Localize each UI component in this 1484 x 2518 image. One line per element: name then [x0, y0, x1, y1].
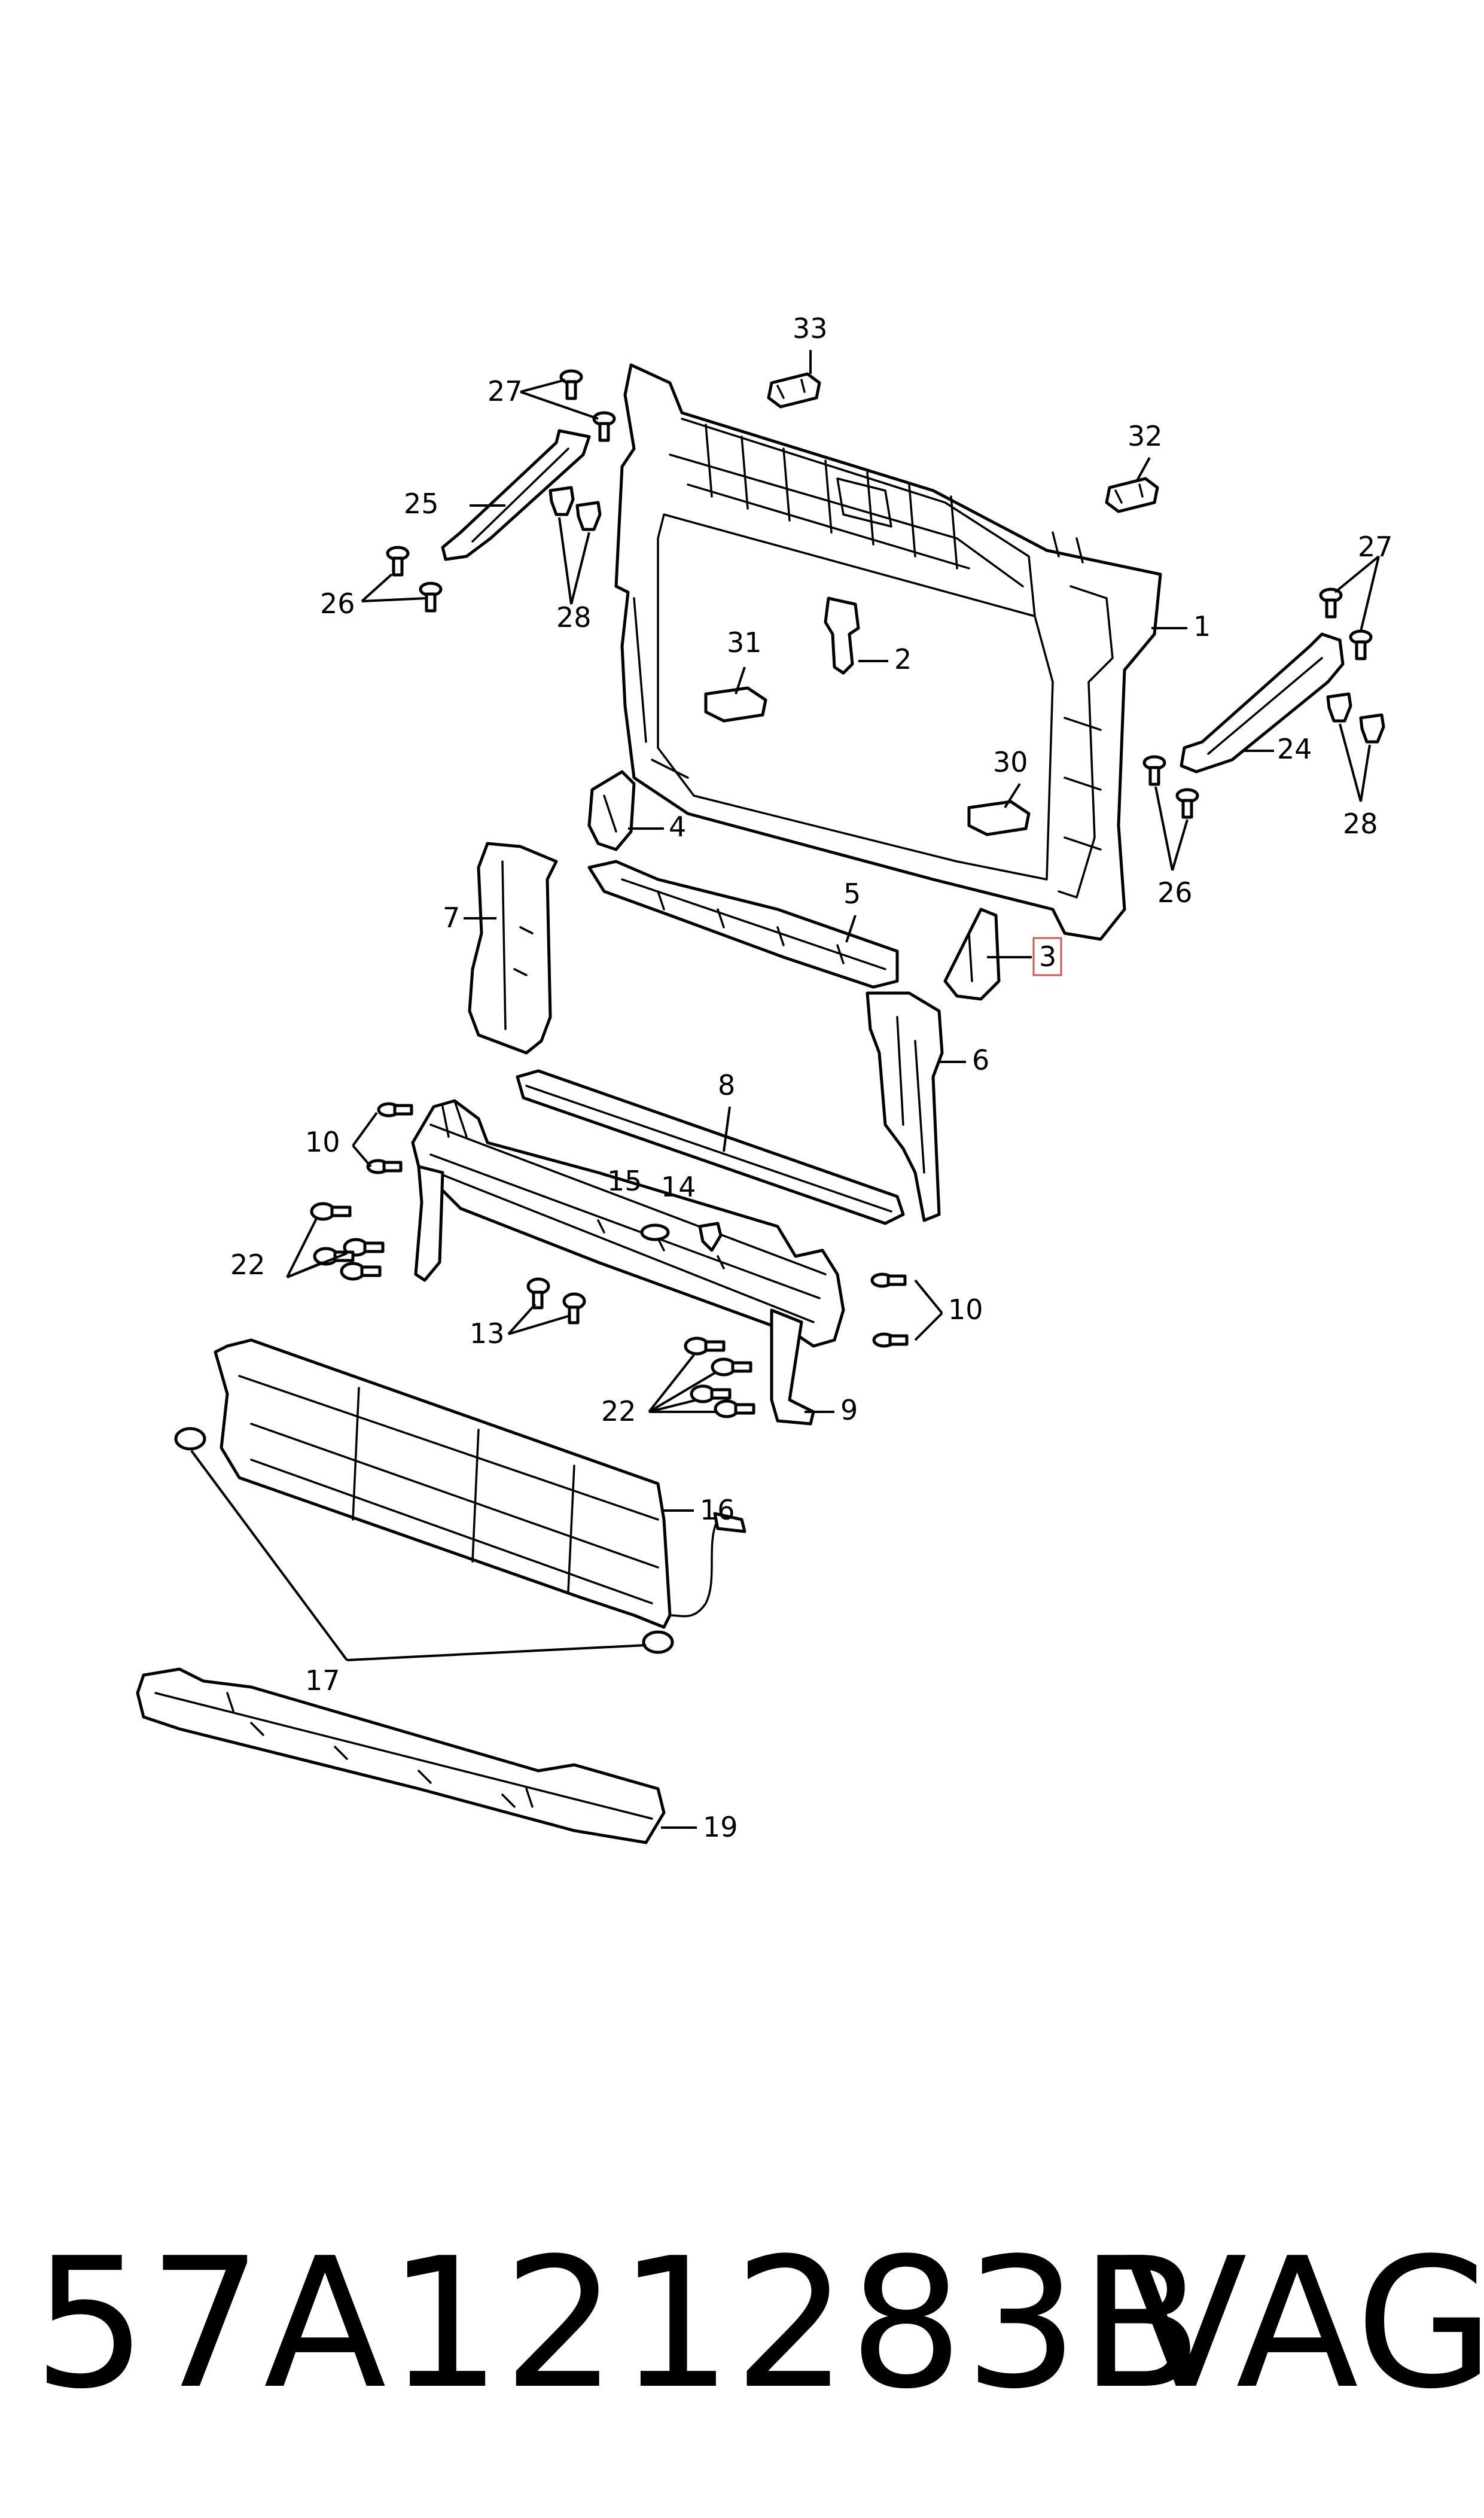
- callout-30: 30: [993, 746, 1028, 778]
- nut-28-left-a: [548, 486, 575, 516]
- nut-28-left-b: [575, 501, 602, 531]
- callout-33: 33: [793, 312, 828, 345]
- callout-19: 19: [703, 1811, 738, 1843]
- part-9-bumper-carrier: [411, 1099, 845, 1426]
- bolt-13-b: [562, 1292, 586, 1325]
- callout-16: 16: [700, 1494, 735, 1526]
- screw-17-a: [174, 1427, 206, 1451]
- bolt-27-left-a: [559, 369, 583, 400]
- part-6-air-guide: [866, 991, 944, 1222]
- callout-26-right: 26: [1157, 876, 1193, 909]
- callout-7: 7: [443, 902, 460, 934]
- callout-2: 2: [894, 643, 912, 675]
- part-25-strut: [441, 429, 591, 561]
- callout-25: 25: [404, 488, 439, 520]
- callout-15: 15: [607, 1165, 642, 1197]
- part-19-energy-absorber: [136, 1667, 666, 1844]
- callout-3: 3: [1039, 940, 1056, 973]
- callout-4: 4: [669, 811, 686, 843]
- callout-1: 1: [1193, 610, 1211, 643]
- callout-27-left: 27: [487, 375, 523, 407]
- screw-17-b: [642, 1630, 674, 1654]
- callout-17: 17: [305, 1664, 340, 1697]
- bolt-22-right-b: [711, 1357, 752, 1377]
- bolt-27-right-b: [1349, 629, 1373, 660]
- bolt-22-left-d: [340, 1262, 382, 1281]
- bolt-26-right-b: [1175, 788, 1199, 819]
- brand-label: VAG: [1125, 2219, 1484, 2428]
- callout-9: 9: [840, 1394, 858, 1426]
- callout-14: 14: [661, 1171, 696, 1203]
- callout-32: 32: [1128, 420, 1163, 452]
- bolt-26-right-a: [1142, 755, 1166, 786]
- bolt-10-right-b: [872, 1332, 909, 1348]
- part-1-lock-carrier: [614, 363, 1162, 941]
- part-7-air-guide: [468, 842, 558, 1055]
- bolt-27-right-a: [1319, 587, 1343, 619]
- bolt-22-right-c: [690, 1384, 732, 1403]
- callout-13: 13: [470, 1317, 505, 1350]
- part-4-bracket: [587, 770, 636, 851]
- callout-10-left: 10: [305, 1126, 340, 1158]
- bolt-10-right-a: [870, 1272, 907, 1288]
- leader-lines: [190, 350, 1380, 1829]
- bolt-22-right-a: [684, 1336, 726, 1356]
- part-2-latch-bracket: [824, 596, 860, 675]
- part-3-air-guide: [943, 908, 1001, 1001]
- part-32-clip: [1105, 477, 1159, 513]
- callout-3-highlight: [1032, 937, 1062, 976]
- bolt-22-left-a: [310, 1202, 352, 1221]
- part-24-strut: [1180, 632, 1345, 774]
- bolt-26-left-a: [386, 546, 410, 577]
- part-33-clip: [767, 372, 821, 409]
- part-14-clip: [698, 1222, 723, 1252]
- bolt-10-left-b: [366, 1159, 403, 1174]
- callout-10-right: 10: [948, 1293, 983, 1326]
- bolt-10-left-a: [377, 1102, 413, 1118]
- part-31-buffer: [704, 686, 767, 723]
- nut-28-right-a: [1326, 692, 1352, 723]
- callout-5: 5: [843, 878, 861, 910]
- callout-24: 24: [1277, 733, 1312, 765]
- callout-27-right: 27: [1358, 531, 1393, 563]
- part-16-air-guide: [214, 1338, 746, 1629]
- callout-26-left: 26: [320, 587, 355, 620]
- callout-22-left: 22: [230, 1249, 266, 1281]
- bolt-27-left-b: [592, 411, 616, 442]
- part-8-seal-strip: [516, 1069, 905, 1225]
- callout-labels: 33 32 1 2 31 30 4 5 3 7 6 8 10 15 14 22 …: [230, 312, 1393, 1843]
- part-15-clip: [640, 1223, 670, 1241]
- callout-6: 6: [972, 1044, 989, 1076]
- callout-31: 31: [727, 626, 762, 659]
- callout-8: 8: [718, 1069, 735, 1101]
- part-number-label: 57A121283B: [33, 2219, 1204, 2428]
- part-30-buffer: [967, 800, 1031, 836]
- bolt-22-left-c: [313, 1247, 355, 1266]
- nut-28-right-b: [1359, 713, 1385, 744]
- bolt-13-a: [526, 1277, 550, 1310]
- bolt-22-right-d: [714, 1399, 755, 1418]
- callout-28-right: 28: [1343, 808, 1378, 840]
- callout-28-left: 28: [556, 601, 592, 634]
- part-5-air-guide: [587, 860, 899, 989]
- bolt-26-left-b: [419, 581, 443, 613]
- callout-22-right: 22: [601, 1395, 636, 1427]
